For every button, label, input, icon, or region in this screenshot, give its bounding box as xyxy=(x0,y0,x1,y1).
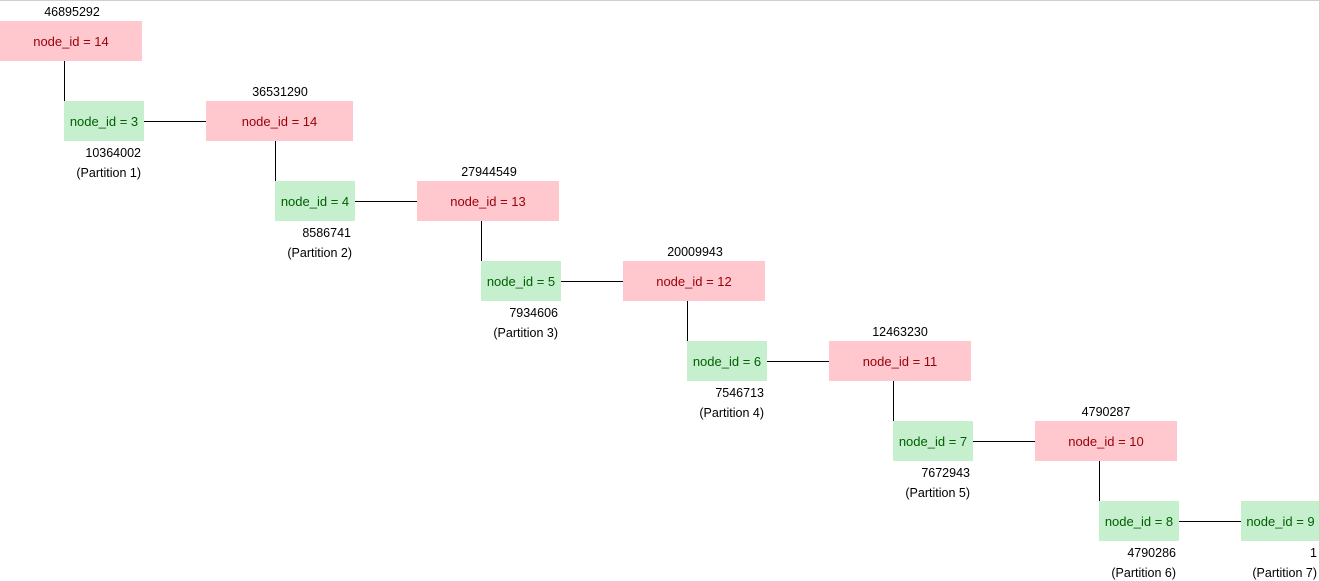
value-g2: 8586741 xyxy=(302,226,351,240)
node-g4: node_id = 6 xyxy=(687,341,767,381)
node-r1: node_id = 14 xyxy=(0,21,142,61)
node-g1: node_id = 3 xyxy=(64,101,144,141)
value-g7: 1 xyxy=(1310,546,1317,560)
partition-g2: (Partition 2) xyxy=(287,246,352,260)
value-r5: 12463230 xyxy=(872,325,928,339)
value-r2: 36531290 xyxy=(252,85,308,99)
node-g5: node_id = 7 xyxy=(893,421,973,461)
partition-g1: (Partition 1) xyxy=(76,166,141,180)
partition-g5: (Partition 5) xyxy=(905,486,970,500)
node-r2: node_id = 14 xyxy=(206,101,353,141)
value-r1: 46895292 xyxy=(44,5,100,19)
partition-g3: (Partition 3) xyxy=(493,326,558,340)
node-g2: node_id = 4 xyxy=(275,181,355,221)
value-g1: 10364002 xyxy=(85,146,141,160)
node-g6: node_id = 8 xyxy=(1099,501,1179,541)
value-r3: 27944549 xyxy=(461,165,517,179)
value-g4: 7546713 xyxy=(715,386,764,400)
partition-g6: (Partition 6) xyxy=(1111,566,1176,580)
value-r4: 20009943 xyxy=(667,245,723,259)
node-g3: node_id = 5 xyxy=(481,261,561,301)
partition-g7: (Partition 7) xyxy=(1252,566,1317,580)
value-g3: 7934606 xyxy=(509,306,558,320)
node-r6: node_id = 10 xyxy=(1035,421,1177,461)
value-r6: 4790287 xyxy=(1081,405,1131,419)
node-r5: node_id = 11 xyxy=(829,341,971,381)
partition-g4: (Partition 4) xyxy=(699,406,764,420)
node-g7: node_id = 9 xyxy=(1241,501,1319,541)
value-g6: 4790286 xyxy=(1127,546,1176,560)
value-g5: 7672943 xyxy=(921,466,970,480)
node-r4: node_id = 12 xyxy=(623,261,765,301)
node-r3: node_id = 13 xyxy=(417,181,559,221)
